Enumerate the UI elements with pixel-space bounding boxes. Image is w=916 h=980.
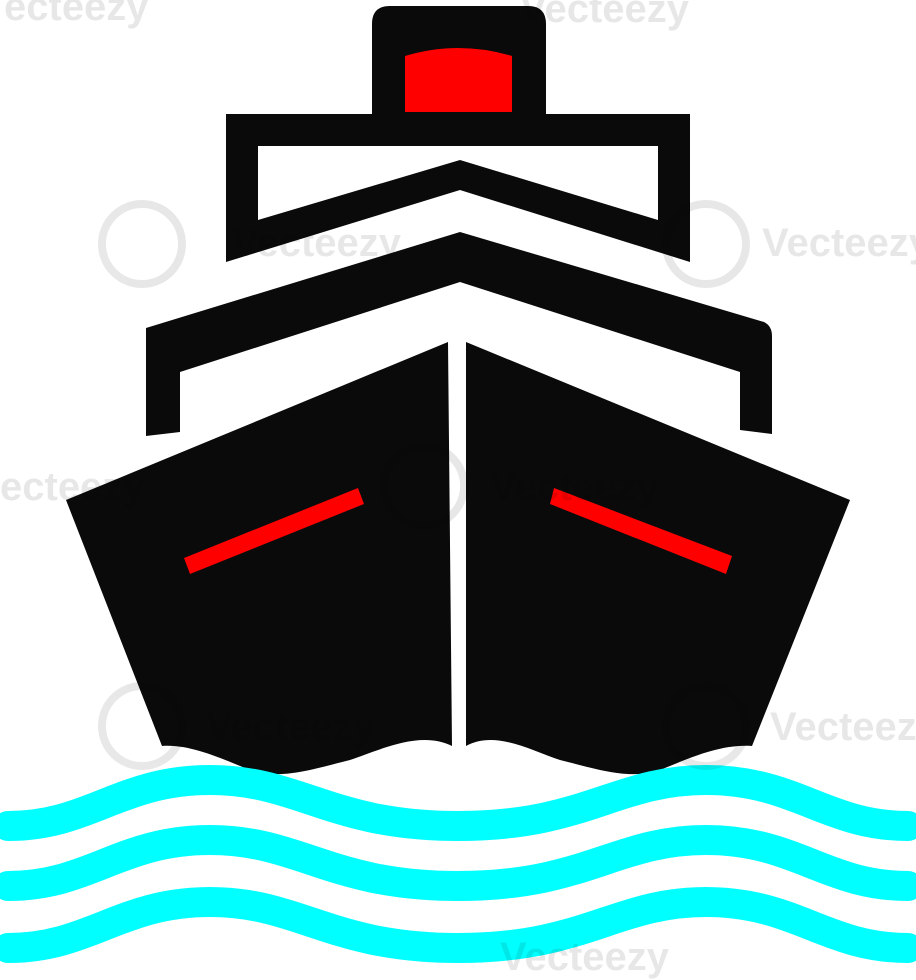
watermark-logo-icon [98,682,186,770]
ship-icon [66,6,850,775]
waves-icon [0,764,916,964]
wave-2 [0,824,916,902]
watermark-logo-icon [662,682,750,770]
watermark-text: ecteezy [0,465,145,509]
watermark-logo-icon [662,200,750,288]
watermark-text: Vecteezy [232,221,402,265]
watermark-logo-icon [98,200,186,288]
watermark-logo-icon [380,442,468,530]
watermark-text: Vecteezy [520,0,690,31]
funnel-stripe [405,48,512,112]
watermark-text: Vecteezy [500,935,670,979]
porthole-left [184,488,364,574]
wave-1 [0,764,916,842]
wave-3 [0,886,916,964]
porthole-right [550,488,732,574]
upper-deck [146,232,772,436]
watermark-text: Vecteezy [206,705,376,749]
watermark-text: Vecteezy [490,465,660,509]
bridge-window [258,146,658,220]
watermark-text: Vecteezy [762,221,916,265]
hull-right [466,342,850,775]
watermark-text: ecteezy [4,0,149,29]
hull-left [66,342,452,775]
watermark-text: Vecteezy [770,705,916,749]
